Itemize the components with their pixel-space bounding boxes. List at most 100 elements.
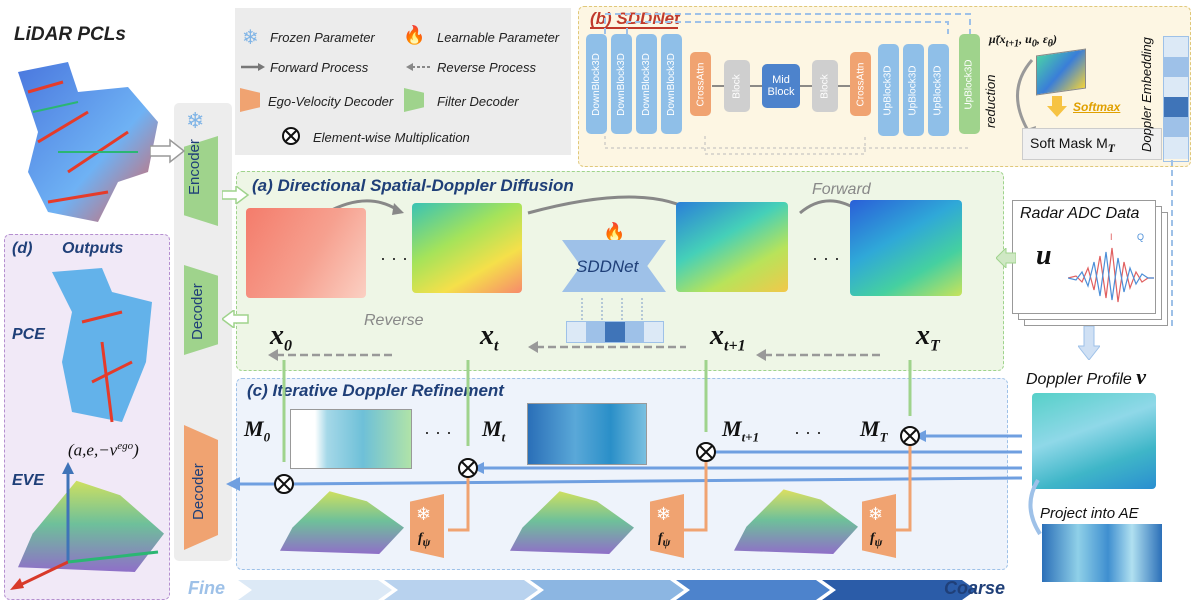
project-arrow: [1028, 478, 1042, 536]
mt1-label: Mt+1: [722, 416, 760, 445]
radar-symbol: u: [1036, 240, 1052, 271]
diffusion-title: (a) Directional Spatial-Doppler Diffusio…: [252, 176, 574, 195]
xT-volume-image: [850, 200, 962, 296]
outputs-title: Outputs: [62, 240, 124, 257]
xt-label: xt: [480, 320, 499, 355]
sddnet-title-underline: [590, 27, 678, 29]
softmax-arrow: [1047, 96, 1067, 117]
ae-projection-image: [1042, 524, 1162, 582]
eve-coord-label: (a,e,−vego): [68, 440, 139, 460]
legend-filter-decoder: Filter Decoder: [437, 94, 519, 109]
radar-to-panel-arrow: [996, 248, 1016, 268]
lidar-pointcloud-image: [18, 62, 158, 222]
eve-label: EVE: [12, 472, 45, 489]
soft-mask-label: Soft Mask MT: [1030, 135, 1115, 155]
eve-axes: [10, 462, 159, 590]
adc-legend-i: I: [1110, 232, 1113, 242]
decoder-filter-label: Decoder: [189, 283, 206, 340]
filter-decoder-swatch: [404, 88, 424, 112]
sddnet-block-10: UpBlock3D: [959, 34, 980, 134]
encoder-snowflake-icon: ❄: [186, 108, 205, 133]
outputs-panel-label: (d): [12, 240, 33, 257]
embedding-row: [566, 321, 664, 343]
mu-volume-image: [1036, 48, 1086, 96]
sddnet-block-8: UpBlock3D: [903, 44, 924, 136]
sddnet-crossattn-1: CrossAttn: [690, 52, 711, 116]
radar-to-doppler-arrow: [1078, 326, 1100, 360]
refinement-title: (c) Iterative Doppler Refinement: [247, 381, 504, 400]
embedding-dashed-link: [1171, 160, 1173, 328]
adc-waveform: [1068, 247, 1154, 303]
decoder-filter-shape: [184, 265, 218, 355]
legend-ego-decoder: Ego-Velocity Decoder: [268, 94, 394, 109]
m0-mask-image: [290, 409, 412, 469]
sddnet-center-label: SDDNet: [576, 257, 639, 276]
reduction-label: reduction: [983, 74, 998, 128]
sddnet-block-1: DownBlock3D: [586, 34, 607, 134]
fpsi-label-1: fψ: [418, 531, 431, 549]
doppler-profile-title: Doppler Profile v: [1026, 364, 1147, 389]
encoder-shape: [184, 136, 218, 226]
dots-3: · · ·: [424, 422, 452, 442]
radar-title: Radar ADC Data: [1020, 205, 1140, 222]
mT-label: MT: [860, 416, 888, 445]
xT-label: xT: [916, 320, 940, 355]
legend-frozen: Frozen Parameter: [270, 30, 375, 45]
panel-to-decoder-arrow: [222, 310, 249, 328]
refinement-arrows: [226, 360, 1023, 532]
xt-volume-image: [412, 203, 522, 293]
forward-arrow-icon: [241, 63, 265, 71]
fpsi-label-2: fψ: [658, 531, 671, 549]
ego-decoder-swatch: [240, 88, 260, 112]
fpsi-snowflake-icon-1: ❄: [416, 504, 432, 524]
encoder-label: Encoder: [186, 139, 203, 195]
reverse-label: Reverse: [364, 312, 424, 329]
mt-mask-image: [527, 403, 647, 465]
legend-learnable: Learnable Parameter: [437, 30, 560, 45]
legend-reverse: Reverse Process: [437, 60, 536, 75]
lidar-to-encoder-arrow: [150, 138, 186, 164]
fpsi-snowflake-icon-2: ❄: [656, 504, 672, 524]
sddnet-block-9: UpBlock3D: [928, 44, 949, 136]
fpsi-shape-2: [650, 494, 684, 558]
fine-label: Fine: [188, 578, 226, 598]
mu-formula: μ̃(xt+1, u0, εθ): [989, 32, 1057, 50]
doppler-volume-image: [1032, 393, 1156, 489]
x0-label: x0: [270, 320, 292, 355]
pce-pointcloud-image: [52, 268, 152, 423]
dots-1: · · ·: [380, 248, 408, 268]
sddnet-block-3: DownBlock3D: [636, 34, 657, 134]
encoder-to-panel-arrow: [222, 186, 250, 204]
fpsi-snowflake-icon-3: ❄: [868, 504, 884, 524]
project-label: Project into AE: [1040, 505, 1139, 522]
dots-2: · · ·: [812, 248, 840, 268]
sddnet-block-2: DownBlock3D: [611, 34, 632, 134]
dots-4: · · ·: [794, 422, 822, 442]
fpsi-shape-1: [410, 494, 444, 558]
fpsi-shape-3: [862, 494, 896, 558]
sddnet-flame-icon: 🔥: [603, 222, 626, 242]
sddnet-crossattn-2: CrossAttn: [850, 52, 871, 116]
legend-elementwise: Element-wise Multiplication: [313, 130, 470, 145]
sddnet-block-4: DownBlock3D: [661, 34, 682, 134]
mt-label: Mt: [482, 416, 506, 445]
xt1-volume-image: [676, 202, 788, 292]
softmax-label: Softmax: [1073, 100, 1121, 114]
sddnet-block-7: UpBlock3D: [878, 44, 899, 136]
x0-volume-image: [246, 208, 366, 298]
pce-label: PCE: [12, 326, 45, 343]
elementwise-mult-icon: [282, 127, 300, 145]
soft-mask-box: [1022, 128, 1162, 160]
radar-card: [1012, 200, 1156, 314]
sddnet-mid-block: Mid Block: [762, 64, 800, 108]
sddnet-flow-arrows: [712, 85, 850, 87]
coarse-label: Coarse: [944, 578, 1006, 598]
reverse-arrow-icon: [406, 63, 430, 71]
xt1-label: xt+1: [710, 320, 746, 355]
doppler-embedding-label: Doppler Embedding: [1139, 37, 1154, 152]
snowflake-icon: ❄: [242, 27, 259, 49]
doppler-embedding-column: [1163, 36, 1189, 162]
legend-forward: Forward Process: [270, 60, 369, 75]
lidar-title: LiDAR PCLs: [14, 24, 126, 45]
sddnet-block-6: Block: [812, 60, 838, 112]
